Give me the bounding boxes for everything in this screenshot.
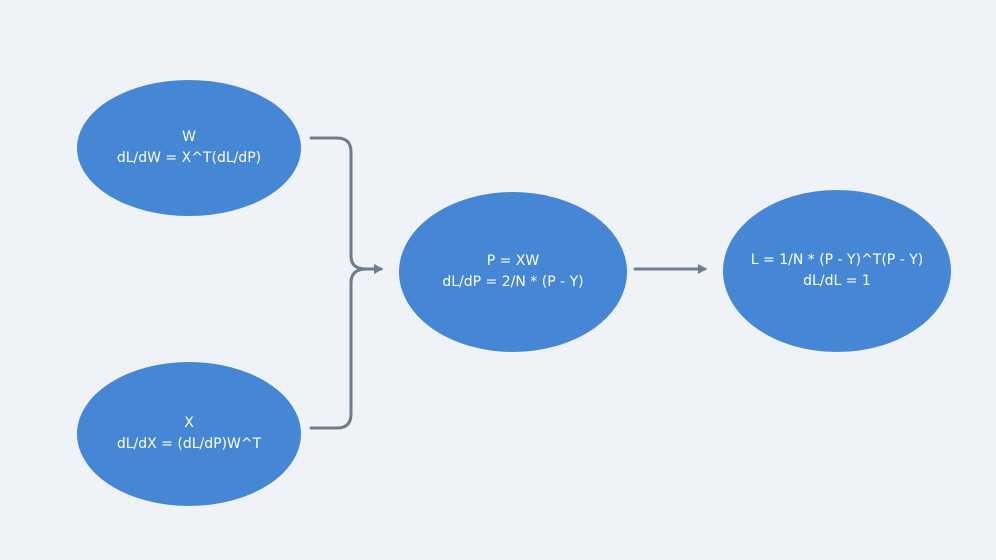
edge-x-to-p (309, 264, 383, 430)
node-l-gradient: dL/dL = 1 (803, 273, 871, 289)
node-l-label: L = 1/N * (P - Y)^T(P - Y) (750, 252, 924, 268)
node-x-gradient: dL/dX = (dL/dP)W^T (116, 436, 262, 452)
node-w: W dL/dW = X^T(dL/dP) (77, 80, 301, 216)
node-p-gradient: dL/dP = 2/N * (P - Y) (442, 274, 584, 290)
edge-w-to-p (309, 136, 383, 274)
node-l: L = 1/N * (P - Y)^T(P - Y) dL/dL = 1 (723, 190, 951, 352)
node-x-label: X (184, 415, 194, 431)
node-w-gradient: dL/dW = X^T(dL/dP) (116, 150, 262, 166)
node-p: P = XW dL/dP = 2/N * (P - Y) (399, 192, 627, 352)
node-p-label: P = XW (486, 253, 540, 269)
node-w-label: W (182, 129, 196, 145)
node-x: X dL/dX = (dL/dP)W^T (77, 362, 301, 506)
